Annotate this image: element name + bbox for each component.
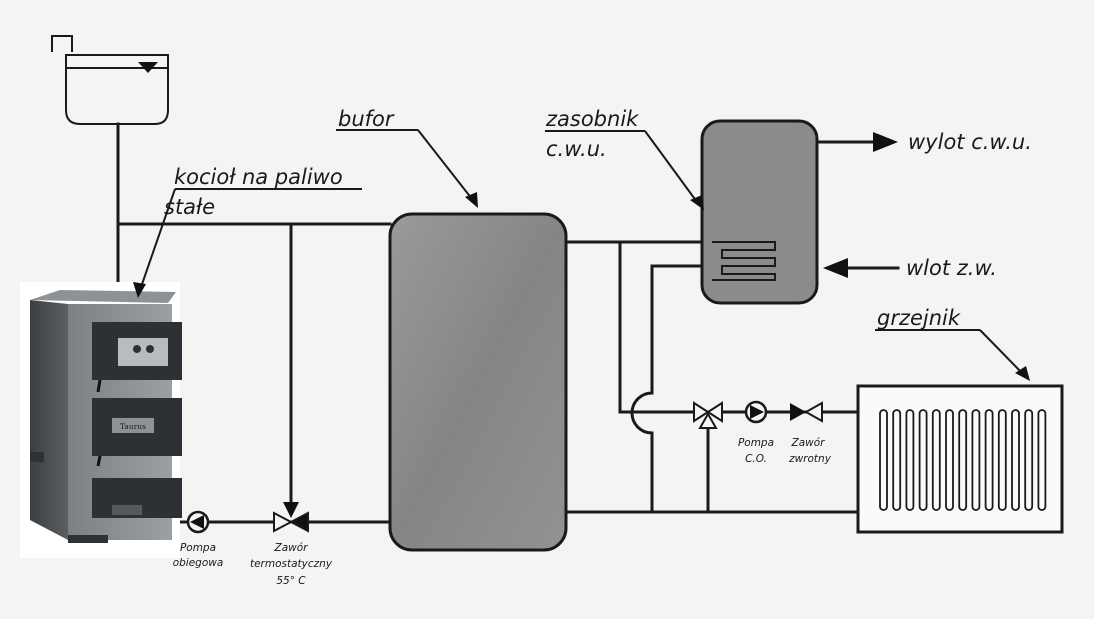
radiator-fin bbox=[931, 409, 941, 511]
radiator-fin bbox=[892, 409, 902, 511]
dhw-outlet-arrow bbox=[815, 132, 898, 152]
radiator-fin bbox=[971, 409, 981, 511]
cold-inlet-arrow bbox=[823, 258, 900, 278]
radiator-fin bbox=[905, 409, 915, 511]
radiator-fin bbox=[997, 409, 1007, 511]
heating-coil bbox=[712, 241, 776, 281]
buffer-label: bufor bbox=[338, 107, 395, 131]
radiator-fin bbox=[879, 409, 888, 511]
ch-pump-icon bbox=[744, 400, 768, 424]
thermo-valve-label-line1: Zawór bbox=[274, 542, 309, 554]
radiator-fin bbox=[1037, 409, 1047, 511]
dhw-tank-label-line2: c.w.u. bbox=[546, 137, 607, 161]
check-valve-label-line2: zwrotny bbox=[788, 453, 832, 465]
buffer-tank bbox=[388, 212, 568, 552]
thermo-valve-label-line3: 55° C bbox=[276, 575, 306, 587]
boiler-label-line1: kocioł na paliwo bbox=[174, 165, 343, 189]
dhw-tank bbox=[700, 119, 819, 305]
radiator bbox=[856, 384, 1064, 534]
radiator-fin bbox=[958, 409, 968, 511]
radiator-fin bbox=[984, 409, 994, 511]
dhw-outlet-label: wylot c.w.u. bbox=[908, 130, 1032, 154]
boiler-brand: Taurus bbox=[120, 422, 146, 431]
leader-lines bbox=[133, 129, 1030, 381]
radiator-label: grzejnik bbox=[877, 306, 961, 330]
radiator-fin bbox=[918, 409, 928, 511]
boiler-label-line2: stałe bbox=[164, 195, 215, 219]
circ-pump-label-line1: Pompa bbox=[180, 542, 216, 554]
expansion-vessel bbox=[51, 35, 169, 125]
radiator-fin bbox=[1024, 409, 1034, 511]
ch-pump-label-line2: C.O. bbox=[745, 453, 767, 465]
water-level-icon bbox=[138, 62, 158, 73]
thermostatic-valve-icon bbox=[273, 502, 309, 533]
ch-pump-label-line1: Pompa bbox=[738, 437, 774, 449]
circulation-pump-icon bbox=[186, 510, 210, 534]
cold-inlet-label: wlot z.w. bbox=[906, 256, 997, 280]
circ-pump-label-line2: obiegowa bbox=[173, 557, 224, 569]
three-way-valve-icon bbox=[693, 401, 723, 429]
dhw-tank-label-line1: zasobnik bbox=[545, 107, 639, 131]
solid-fuel-boiler: Taurus bbox=[20, 282, 182, 558]
check-valve-icon bbox=[790, 401, 823, 423]
thermo-valve-label-line2: termostatyczny bbox=[250, 558, 333, 570]
radiator-fin bbox=[945, 409, 954, 511]
radiator-fin bbox=[1011, 409, 1020, 511]
check-valve-label-line1: Zawór bbox=[791, 437, 826, 449]
